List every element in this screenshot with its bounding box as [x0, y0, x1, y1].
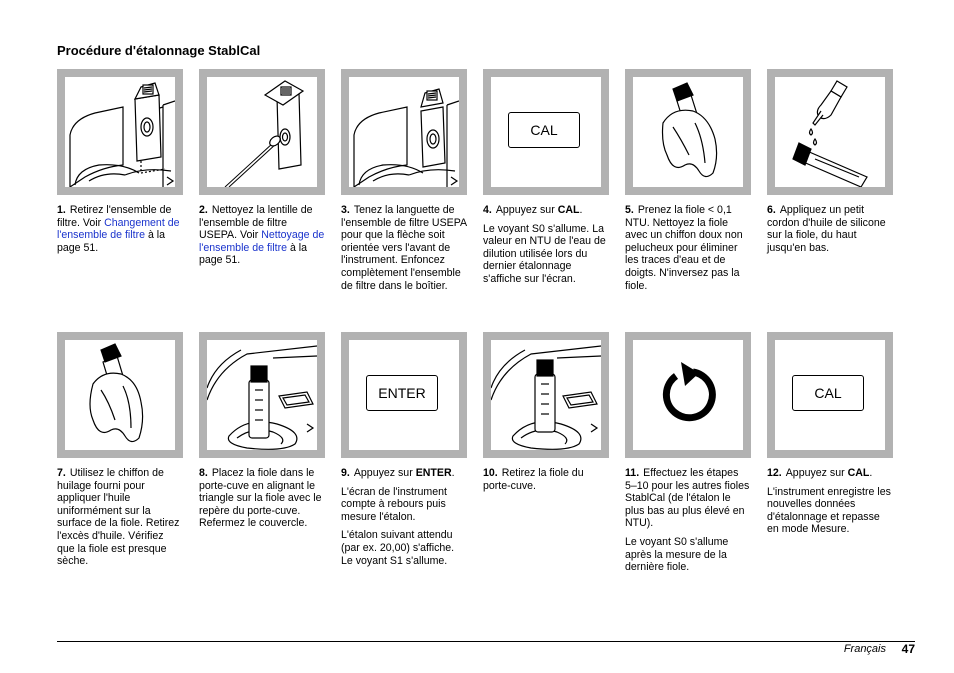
wipe-vial-illustration — [633, 77, 743, 187]
step-illustration-frame — [57, 332, 183, 458]
step-text: 12.Appuyez sur CAL. L'instrument enregis… — [767, 467, 891, 536]
step-illustration-frame — [199, 69, 325, 195]
repeat-steps-illustration — [633, 340, 743, 450]
step-5: 5.Prenez la fiole < 0,1 NTU. Nettoyez la… — [625, 69, 751, 298]
step-text: 7.Utilisez le chiffon de huilage fourni … — [57, 467, 180, 568]
step-illustration-frame: CAL — [767, 332, 893, 458]
step-illustration-frame — [57, 69, 183, 195]
remove-filter-illustration — [65, 77, 175, 187]
step-text: 4.Appuyez sur CAL. Le voyant S0 s'allume… — [483, 204, 606, 285]
step-illustration-frame — [199, 332, 325, 458]
step-9: ENTER 9.Appuyez sur ENTER. L'écran de l'… — [341, 332, 467, 573]
step-text: 5.Prenez la fiole < 0,1 NTU. Nettoyez la… — [625, 204, 743, 292]
step-text: 3.Tenez la languette de l'ensemble de fi… — [341, 204, 467, 292]
step-text: 10.Retirez la fiole du porte-cuve. — [483, 467, 584, 492]
footer-language: Français — [843, 643, 886, 655]
page-number: 47 — [901, 642, 915, 656]
footer-divider — [57, 641, 915, 642]
page-title: Procédure d'étalonnage StablCal — [57, 43, 261, 58]
step-text: 8.Placez la fiole dans le porte-cuve en … — [199, 467, 322, 530]
step-text: 6.Appliquez un petit cordon d'huile de s… — [767, 204, 886, 254]
cal-button[interactable]: CAL — [792, 375, 864, 411]
step-1: 1.Retirez l'ensemble de filtre. Voir Cha… — [57, 69, 183, 260]
cal-key-illustration: CAL — [491, 77, 601, 187]
cal-button[interactable]: CAL — [508, 112, 580, 148]
repeat-arrow-icon — [662, 362, 716, 422]
step-11: 11.Effectuez les étapes 5–10 pour les au… — [625, 332, 751, 580]
clean-lens-illustration — [207, 77, 317, 187]
step-7: 7.Utilisez le chiffon de huilage fourni … — [57, 332, 183, 574]
step-text: 2.Nettoyez la lentille de l'ensemble de … — [199, 204, 325, 267]
link-filter-cleaning[interactable]: Nettoyage de l'ensemble de filtre — [199, 229, 325, 254]
insert-vial-illustration — [207, 340, 317, 450]
step-illustration-frame — [625, 332, 751, 458]
step-illustration-frame — [341, 69, 467, 195]
step-illustration-frame — [767, 69, 893, 195]
step-text: 9.Appuyez sur ENTER. L'écran de l'instru… — [341, 467, 455, 567]
step-3: 3.Tenez la languette de l'ensemble de fi… — [341, 69, 467, 298]
cal-key-illustration: CAL — [775, 340, 885, 450]
step-6: 6.Appliquez un petit cordon d'huile de s… — [767, 69, 893, 260]
step-illustration-frame — [625, 69, 751, 195]
step-illustration-frame: CAL — [483, 69, 609, 195]
step-10: 10.Retirez la fiole du porte-cuve. — [483, 332, 609, 498]
step-illustration-frame — [483, 332, 609, 458]
step-2: 2.Nettoyez la lentille de l'ensemble de … — [199, 69, 325, 273]
enter-key-illustration: ENTER — [349, 340, 459, 450]
link-filter-change[interactable]: Changement de l'ensemble de filtre — [57, 216, 180, 242]
oil-vial-illustration — [775, 77, 885, 187]
step-text: 1.Retirez l'ensemble de filtre. Voir Cha… — [57, 204, 180, 254]
step-4: CAL 4.Appuyez sur CAL. Le voyant S0 s'al… — [483, 69, 609, 292]
insert-filter-illustration — [349, 77, 459, 187]
step-8: 8.Placez la fiole dans le porte-cuve en … — [199, 332, 325, 536]
enter-button[interactable]: ENTER — [366, 375, 438, 411]
oil-cloth-illustration — [65, 340, 175, 450]
step-illustration-frame: ENTER — [341, 332, 467, 458]
remove-vial-illustration — [491, 340, 601, 450]
step-text: 11.Effectuez les étapes 5–10 pour les au… — [625, 467, 750, 574]
step-12: CAL 12.Appuyez sur CAL. L'instrument enr… — [767, 332, 893, 542]
